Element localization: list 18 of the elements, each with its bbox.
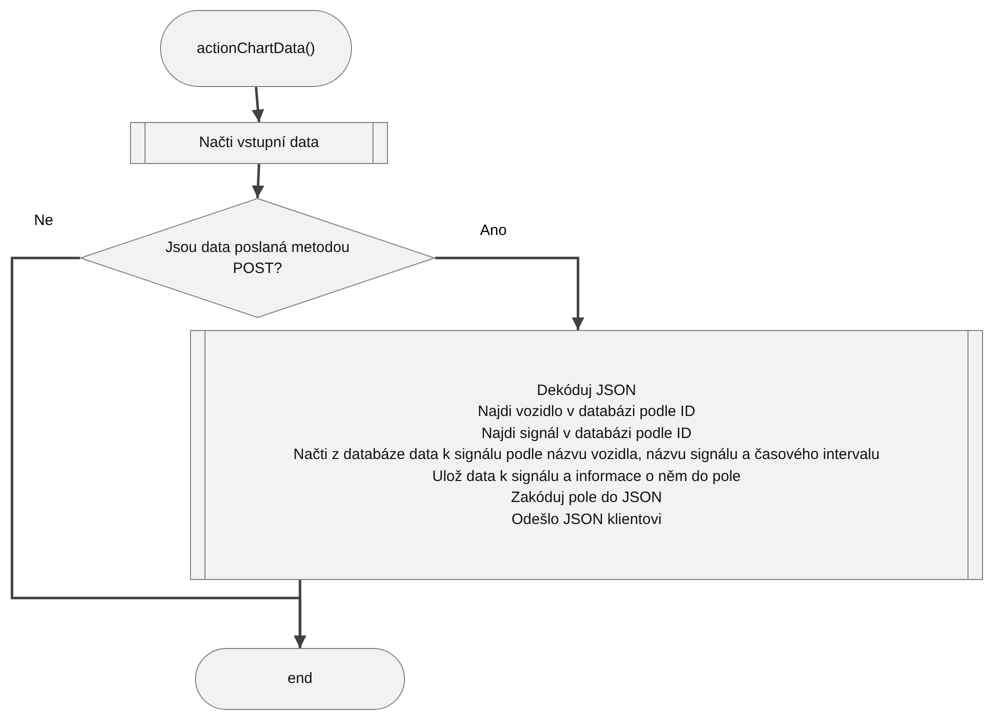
subprocess-box	[130, 122, 388, 164]
step-text: Odešlo JSON klientovi	[511, 510, 662, 530]
step-text: actionChartData()	[196, 38, 316, 59]
connector-arrow	[252, 86, 264, 122]
connector-arrow	[435, 256, 584, 330]
connector-arrow	[252, 164, 264, 198]
step-text: Jsou data poslaná metodou POST?	[164, 238, 351, 279]
step-text: Dekóduj JSON	[536, 380, 636, 401]
step-text: Zakóduj pole do JSON	[511, 488, 662, 508]
step-text: Načti z databáze data k signálu podle názvu vozidla, názvu signálu a časového intervalu	[293, 445, 880, 466]
step-text: end	[287, 669, 313, 690]
subprocess-box	[190, 330, 983, 580]
connector-arrow	[294, 580, 306, 648]
step-text: Najdi signál v databázi podle ID	[481, 424, 692, 444]
decision-diamond	[80, 198, 435, 318]
step-text: Načti vstupní data	[198, 133, 320, 154]
step-text: Ulož data k signálu a informace o něm do pole	[432, 466, 741, 487]
step-text: Najdi vozidlo v databázi podle ID	[478, 402, 696, 422]
